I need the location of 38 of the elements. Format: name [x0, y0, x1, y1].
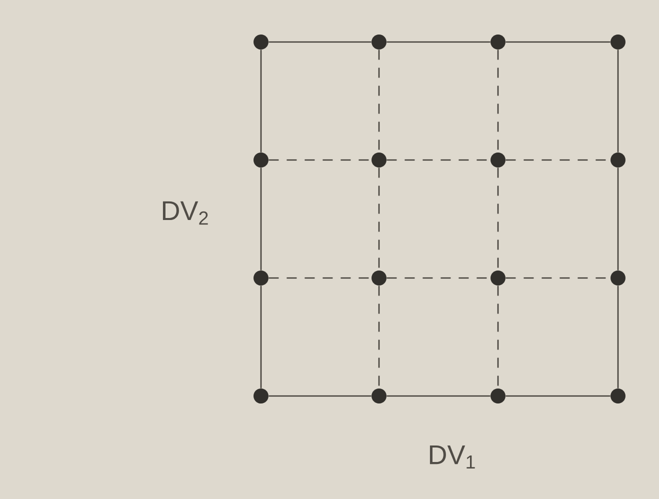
- grid-dot: [610, 152, 626, 168]
- grid-dot: [254, 388, 268, 404]
- grid-dot: [490, 34, 506, 50]
- axis-label: DV$_{2}$: [162, 201, 208, 225]
- grid-dot: [372, 34, 386, 50]
- grid-line: [260, 286, 262, 388]
- dashed-grid-line: [268, 159, 372, 161]
- grid-dot: [372, 152, 386, 168]
- grid-dot: [372, 270, 386, 286]
- grid-dot: [610, 388, 626, 404]
- grid-line: [260, 168, 262, 270]
- grid-dot: [372, 388, 386, 404]
- dashed-grid-line: [378, 50, 380, 152]
- dashed-grid-line: [268, 277, 372, 279]
- grid-line: [260, 50, 262, 152]
- grid-line: [506, 41, 610, 43]
- grid-dot: [490, 152, 506, 168]
- grid-line: [268, 41, 372, 43]
- grid-dot: [610, 270, 626, 286]
- grid-dot: [490, 388, 506, 404]
- grid-dot: [254, 152, 268, 168]
- grid-dot: [610, 34, 626, 50]
- grid-dot: [254, 34, 268, 50]
- dashed-grid-line: [497, 286, 499, 388]
- dashed-grid-line: [497, 168, 499, 270]
- grid-line: [386, 41, 490, 43]
- grid-dot: [490, 270, 506, 286]
- dashed-grid-line: [378, 168, 380, 270]
- grid-line: [617, 50, 619, 152]
- grid-dot: [254, 270, 268, 286]
- axis-label: DV$_{1}$: [430, 446, 475, 468]
- dashed-grid-line: [378, 286, 380, 388]
- grid-line: [506, 395, 610, 397]
- dashed-grid-line: [497, 50, 499, 152]
- grid-line: [268, 395, 372, 397]
- grid-line: [386, 395, 490, 397]
- grid-line: [617, 286, 619, 388]
- grid-line: [617, 168, 619, 270]
